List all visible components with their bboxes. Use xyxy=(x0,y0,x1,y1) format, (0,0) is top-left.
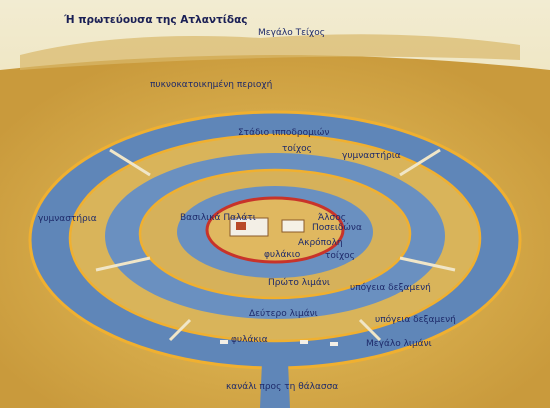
label-guard: φυλάκιο xyxy=(264,250,301,260)
label-great-harbor: Μεγάλο λιμάνι xyxy=(366,339,432,349)
outer-land-wall xyxy=(68,133,482,343)
bridge-west xyxy=(95,256,151,272)
bridge-ne xyxy=(399,148,441,177)
label-grove: Άλσος xyxy=(318,213,347,223)
label-palace: Βασιλικά Παλάτι xyxy=(180,213,256,223)
bridge-east xyxy=(399,256,456,272)
label-underground-reservoir-2: υπόγεια δεξαμενή xyxy=(375,315,456,325)
central-red-wall xyxy=(205,196,345,264)
label-acropolis: Ακρόπολη xyxy=(298,238,343,248)
label-gymnasium-left: γυμναστήρια xyxy=(38,214,97,224)
hills xyxy=(20,34,520,70)
palace-roof xyxy=(236,222,246,230)
label-second-harbor: Δεύτερο λιμάνι xyxy=(249,309,318,319)
map-title: Ή πρωτεύουσα της Ατλαντίδας xyxy=(64,14,248,26)
label-canal: κανάλι προς τη θάλασσα xyxy=(226,382,339,392)
temple-building xyxy=(281,219,305,233)
label-wall-inner: τοίχος xyxy=(325,251,355,261)
label-guards: φυλάκια xyxy=(231,335,268,345)
bridge-se xyxy=(358,318,382,342)
label-poseidon: Ποσειδώνα xyxy=(312,223,362,233)
label-first-harbor: Πρώτο λιμάνι xyxy=(268,278,330,288)
label-dense-area: πυκνοκατοικημένη περιοχή xyxy=(150,80,273,90)
label-great-wall: Μεγάλο Τείχος xyxy=(258,28,325,38)
bridge-sw xyxy=(168,318,192,342)
label-hippodrome: Στάδιο ιπποδρομιών xyxy=(238,128,330,138)
label-wall-outer: τοίχος xyxy=(282,144,312,154)
central-island xyxy=(207,198,343,262)
label-gymnasium-right: γυμναστήρια xyxy=(342,151,401,161)
middle-land-wall xyxy=(138,168,412,300)
canal xyxy=(260,362,290,408)
bridge-nw xyxy=(109,148,151,177)
label-underground-reservoir: υπόγεια δεξαμενή xyxy=(350,283,431,293)
harbor-gates xyxy=(220,340,338,346)
